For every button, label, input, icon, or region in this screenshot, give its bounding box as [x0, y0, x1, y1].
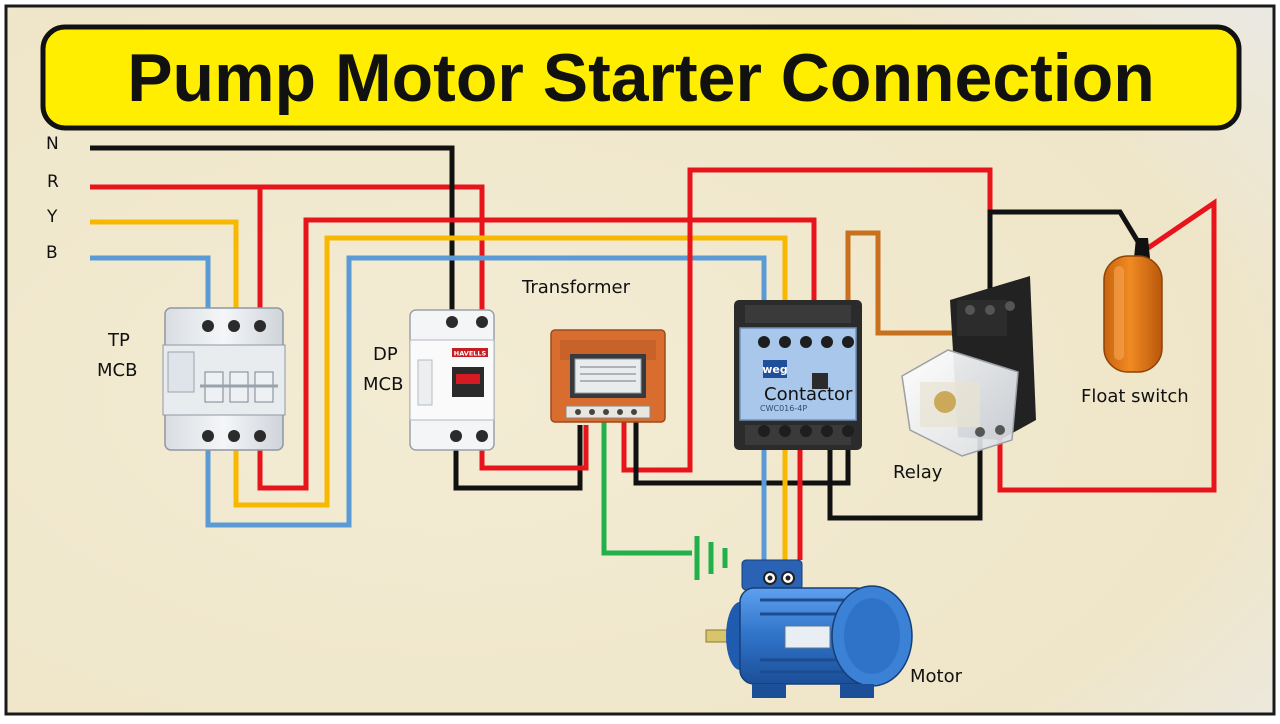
tp-mcb-label: MCB [97, 360, 137, 381]
wire-b-tp-out [205, 255, 767, 528]
wire-b-supply [90, 255, 211, 322]
wire-n-float [987, 209, 1143, 300]
phase-label-y: Y [46, 207, 58, 227]
transformer-icon [550, 329, 666, 423]
phase-label-r: R [47, 172, 59, 192]
float-switch-label: Float switch [1081, 386, 1189, 407]
contactor-model-text: CWC016-4P [760, 404, 807, 413]
title-box [40, 24, 1242, 131]
wire-r-float [997, 198, 1217, 493]
dp-mcb-icon: HAVELLS [409, 309, 495, 451]
phase-label-n: N [46, 134, 59, 154]
contactor-icon: weg CWC016-4P [734, 300, 862, 450]
phase-label-b: B [46, 243, 58, 263]
tp-mcb-icon [162, 307, 286, 451]
wire-r-dp-out [479, 425, 589, 471]
phase-labels: N R Y B [46, 134, 59, 263]
motor-label: Motor [910, 666, 963, 687]
contactor-label: Contactor [764, 384, 853, 405]
wire-earth [601, 415, 692, 556]
wire-n-relay [827, 435, 983, 521]
wire-n-transformer-out [633, 420, 851, 486]
page-title: Pump Motor Starter Connection [127, 40, 1155, 116]
tp-label: TP [107, 330, 130, 351]
dp-label: DP [373, 344, 398, 365]
wires [90, 145, 1217, 560]
title-banner: Pump Motor Starter Connection [40, 24, 1242, 131]
dp-mcb-label: MCB [363, 374, 403, 395]
wire-n-supply [90, 145, 455, 322]
transformer-label: Transformer [521, 277, 631, 298]
earth-symbol-icon [694, 536, 728, 580]
contactor-brand-text: weg [762, 363, 788, 376]
relay-icon [901, 276, 1036, 457]
dp-brand-text: HAVELLS [454, 350, 487, 358]
relay-label: Relay [893, 462, 943, 483]
float-switch-icon [1103, 238, 1163, 373]
wire-r-tp-out [257, 217, 817, 491]
wire-n-dp-out [453, 425, 583, 491]
motor-icon [705, 559, 913, 698]
wire-y-tp-out [233, 235, 788, 508]
wire-r-transformer-out [621, 167, 993, 473]
wire-brown-coil [845, 230, 968, 336]
wire-y-supply [90, 219, 239, 322]
wire-r-supply [90, 184, 485, 322]
